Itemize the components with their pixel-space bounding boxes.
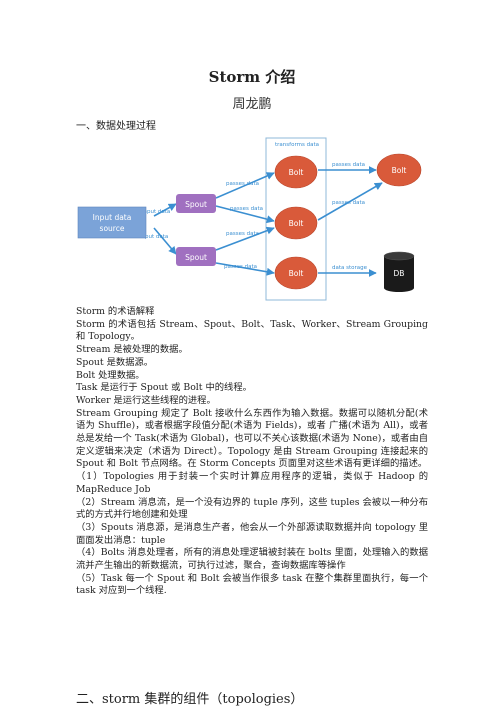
bolt-node-mid (274, 206, 318, 240)
edge-label-passes-6: passes data (332, 200, 365, 206)
edge-label-passes-1: passes data (226, 181, 259, 187)
bolt-label-right: Bolt (392, 166, 407, 175)
document-title: Storm 介绍 (208, 68, 296, 86)
paragraph-4: Spout 是数据源。 (76, 356, 154, 368)
database-icon (383, 251, 415, 292)
author-name: 周龙鹏 (232, 97, 272, 112)
input-node-label-2: source (100, 224, 125, 233)
document-body: Storm 的术语解释 Storm 的术语包括 Stream、Spout、Bol… (76, 306, 428, 598)
edge-label-passes-2: passes data (230, 206, 263, 212)
storm-topology-diagram: transforms data input data input data pa… (77, 137, 422, 301)
edge-input-spout2 (153, 227, 177, 255)
bolt-node-right (376, 153, 422, 187)
input-data-source-node (77, 206, 147, 239)
spout-label-2: Spout (185, 253, 207, 262)
paragraph-11: （3）Spouts 消息源，是消息生产者，他会从一个外部源读取数据并向 topo… (76, 521, 428, 546)
paragraph-9: （1）Topologies 用于封装一个实时计算应用程序的逻辑，类似于 Hado… (76, 471, 428, 495)
paragraph-7: Worker 是运行这些线程的进程。 (76, 394, 216, 406)
edge-spout1-bolttop (215, 172, 275, 199)
paragraph-5: Bolt 处理数据。 (76, 369, 145, 381)
paragraph-13: （5）Task 每一个 Spout 和 Bolt 会被当作很多 task 在整个… (76, 572, 428, 597)
edge-spout1-boltmid (215, 205, 275, 224)
paragraph-10: （2）Stream 消息流，是一个没有边界的 tuple 序列，这些 tuple… (76, 496, 428, 521)
edge-label-passes-4: passes data (224, 264, 257, 270)
edge-spout2-boltmid (215, 226, 275, 251)
paragraph-3: Stream 是被处理的数据。 (76, 344, 188, 356)
edge-input-spout1 (153, 203, 177, 217)
edge-boltmid-boltright (317, 182, 383, 221)
bolt-node-bot (274, 256, 318, 290)
section-heading-2: 二、storm 集群的组件（topologies） (76, 692, 304, 707)
edge-label-input-1: input data (142, 209, 170, 215)
edges (153, 166, 383, 277)
db-label: DB (394, 269, 405, 278)
paragraph-2: Storm 的术语包括 Stream、Spout、Bolt、Task、Worke… (76, 318, 428, 343)
edge-label-passes-3: passes data (226, 231, 259, 237)
edge-label-input-2: input data (140, 234, 168, 240)
paragraph-8: Stream Grouping 规定了 Bolt 接收什么东西作为输入数据。数据… (76, 407, 428, 470)
bolt-node-top (274, 155, 318, 189)
edge-label-storage: data storage (332, 265, 368, 271)
edge-label-transforms: transforms data (275, 142, 319, 148)
edge-label-passes-5: passes data (332, 162, 365, 168)
paragraph-1: Storm 的术语解释 (76, 306, 155, 317)
paragraph-12: （4）Bolts 消息处理者，所有的消息处理逻辑被封装在 bolts 里面，处理… (76, 547, 428, 572)
input-node-label-1: Input data (93, 213, 132, 222)
bolt-label-top: Bolt (289, 168, 304, 177)
spout-node-1 (176, 194, 216, 213)
edge-spout2-boltbot (215, 262, 275, 276)
bolt-label-bot: Bolt (289, 269, 304, 278)
section-heading-1: 一、数据处理过程 (76, 121, 156, 132)
spout-label-1: Spout (185, 200, 207, 209)
bolt-label-mid: Bolt (289, 219, 304, 228)
spout-node-2 (176, 247, 216, 266)
paragraph-6: Task 是运行于 Spout 或 Bolt 中的线程。 (76, 382, 252, 394)
